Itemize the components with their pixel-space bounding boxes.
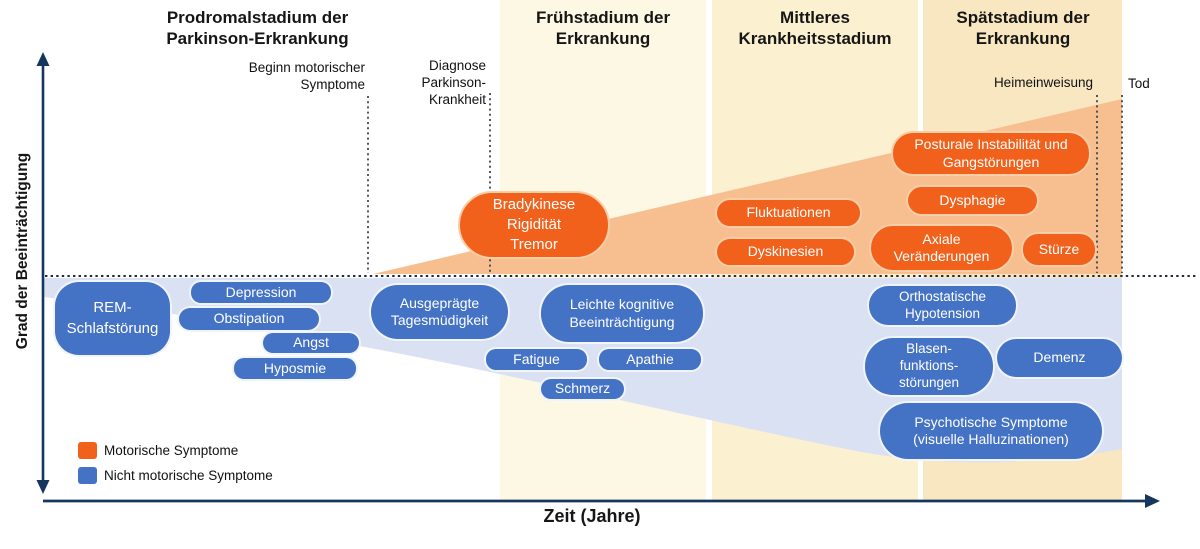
milestone-label-motor-onset: Beginn motorischer Symptome bbox=[248, 60, 365, 92]
stage-heading-late: Spätstadium der Erkrankung bbox=[956, 8, 1090, 49]
x-axis-label: Zeit (Jahre) bbox=[543, 506, 641, 526]
legend-swatch-motor bbox=[78, 442, 97, 459]
stage-heading-prodromal: Prodromalstadium der Parkinson-Erkrankun… bbox=[166, 8, 349, 49]
pill-depression: Depression bbox=[189, 280, 333, 305]
pill-daytime-sleepiness: Ausgeprägte Tagesmüdigkeit bbox=[369, 283, 510, 341]
pill-hyposmia: Hyposmie bbox=[232, 356, 358, 381]
legend-label-motor: Motorische Symptome bbox=[104, 443, 239, 458]
milestone-label-death: Tod bbox=[1128, 76, 1150, 91]
pill-psychotic-symptoms: Psychotische Symptome (visuelle Halluzin… bbox=[878, 401, 1104, 461]
legend-label-non-motor: Nicht motorische Symptome bbox=[104, 468, 273, 483]
pill-mild-cognitive-impairment: Leichte kognitive Beeinträchtigung bbox=[539, 283, 705, 344]
pill-orthostatic-hypotension: Orthostatische Hypotension bbox=[867, 284, 1018, 327]
x-axis-arrow-right bbox=[1145, 494, 1160, 508]
pill-bradykinesia-rigidity-tremor: Bradykinese Rigidität Tremor bbox=[458, 191, 610, 259]
milestone-label-diagnosis: Diagnose Parkinson- Krankheit bbox=[421, 58, 486, 107]
stage-heading-early: Frühstadium der Erkrankung bbox=[535, 8, 671, 49]
pill-dyskinesia: Dyskinesien bbox=[715, 237, 856, 267]
pill-falls: Stürze bbox=[1021, 232, 1097, 267]
y-axis-arrow-up bbox=[36, 52, 50, 66]
pill-dementia: Demenz bbox=[995, 337, 1124, 379]
stage-heading-middle: Mittleres Krankheitsstadium bbox=[738, 8, 892, 49]
pill-axial-changes: Axiale Veränderungen bbox=[869, 224, 1014, 272]
pill-pain: Schmerz bbox=[539, 377, 626, 401]
pill-rem-sleep-disorder: REM- Schlafstörung bbox=[53, 280, 172, 357]
pill-fluctuations: Fluktuationen bbox=[715, 198, 862, 228]
pill-fatigue: Fatigue bbox=[484, 347, 589, 372]
pill-dysphagia: Dysphagie bbox=[906, 185, 1039, 216]
pill-anxiety: Angst bbox=[261, 331, 361, 355]
pill-postural-instability: Posturale Instabilität und Gangstörungen bbox=[891, 131, 1091, 176]
milestone-label-nursing-home: Heimeinweisung bbox=[993, 75, 1093, 90]
y-axis-arrow-down bbox=[36, 480, 50, 494]
pill-apathy: Apathie bbox=[597, 347, 703, 372]
pill-constipation: Obstipation bbox=[177, 306, 321, 332]
pill-bladder-dysfunction: Blasen- funktions- störungen bbox=[863, 336, 995, 397]
y-axis-label: Grad der Beeinträchtigung bbox=[14, 152, 31, 350]
legend-swatch-non-motor bbox=[78, 467, 97, 484]
